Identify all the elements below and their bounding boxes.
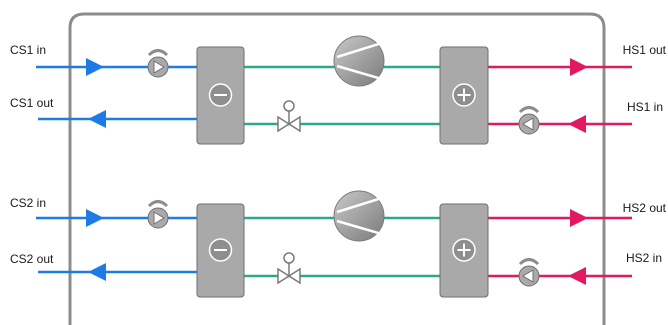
hs1-in-arrow [568,115,586,133]
plus-heat-exchanger-icon [452,238,476,262]
cs1-in-label: CS1 in [10,43,46,57]
circuit-2: CS2 in CS2 out HS2 out HS2 in [10,190,667,298]
hs1-out-label: HS1 out [623,43,667,57]
evaporator [196,203,245,298]
pump-icon [147,49,169,78]
cs1-out-label: CS1 out [10,96,54,110]
minus-heat-exchanger-icon [208,83,233,107]
pump-icon [518,258,540,287]
cs2-in-arrow [86,209,104,227]
unit-housing-frame [68,12,606,325]
plus-heat-exchanger-icon [452,83,476,107]
compressor-icon [333,190,385,242]
condenser [439,46,489,145]
condenser [439,203,489,298]
compressor-icon [333,35,385,87]
cs1-out-arrow [88,110,106,128]
cs1-in-arrow [86,58,104,76]
cs2-out-label: CS2 out [10,252,54,266]
evaporator [196,46,245,145]
hs1-in-label: HS1 in [627,100,663,114]
hs2-out-label: HS2 out [623,201,667,215]
circuit-1: CS1 in CS1 out HS1 out HS1 in [10,35,667,145]
pump-icon [518,106,540,135]
cs2-in-label: CS2 in [10,196,46,210]
expansion-valve-icon [277,100,301,133]
expansion-valve-icon [277,252,301,285]
hs2-in-label: HS2 in [626,251,662,265]
hs2-in-arrow [568,267,586,285]
cs2-out-arrow [88,263,106,281]
hs2-out-arrow [570,209,588,227]
hs1-out-arrow [570,58,588,76]
pump-icon [147,200,169,229]
minus-heat-exchanger-icon [208,238,233,262]
